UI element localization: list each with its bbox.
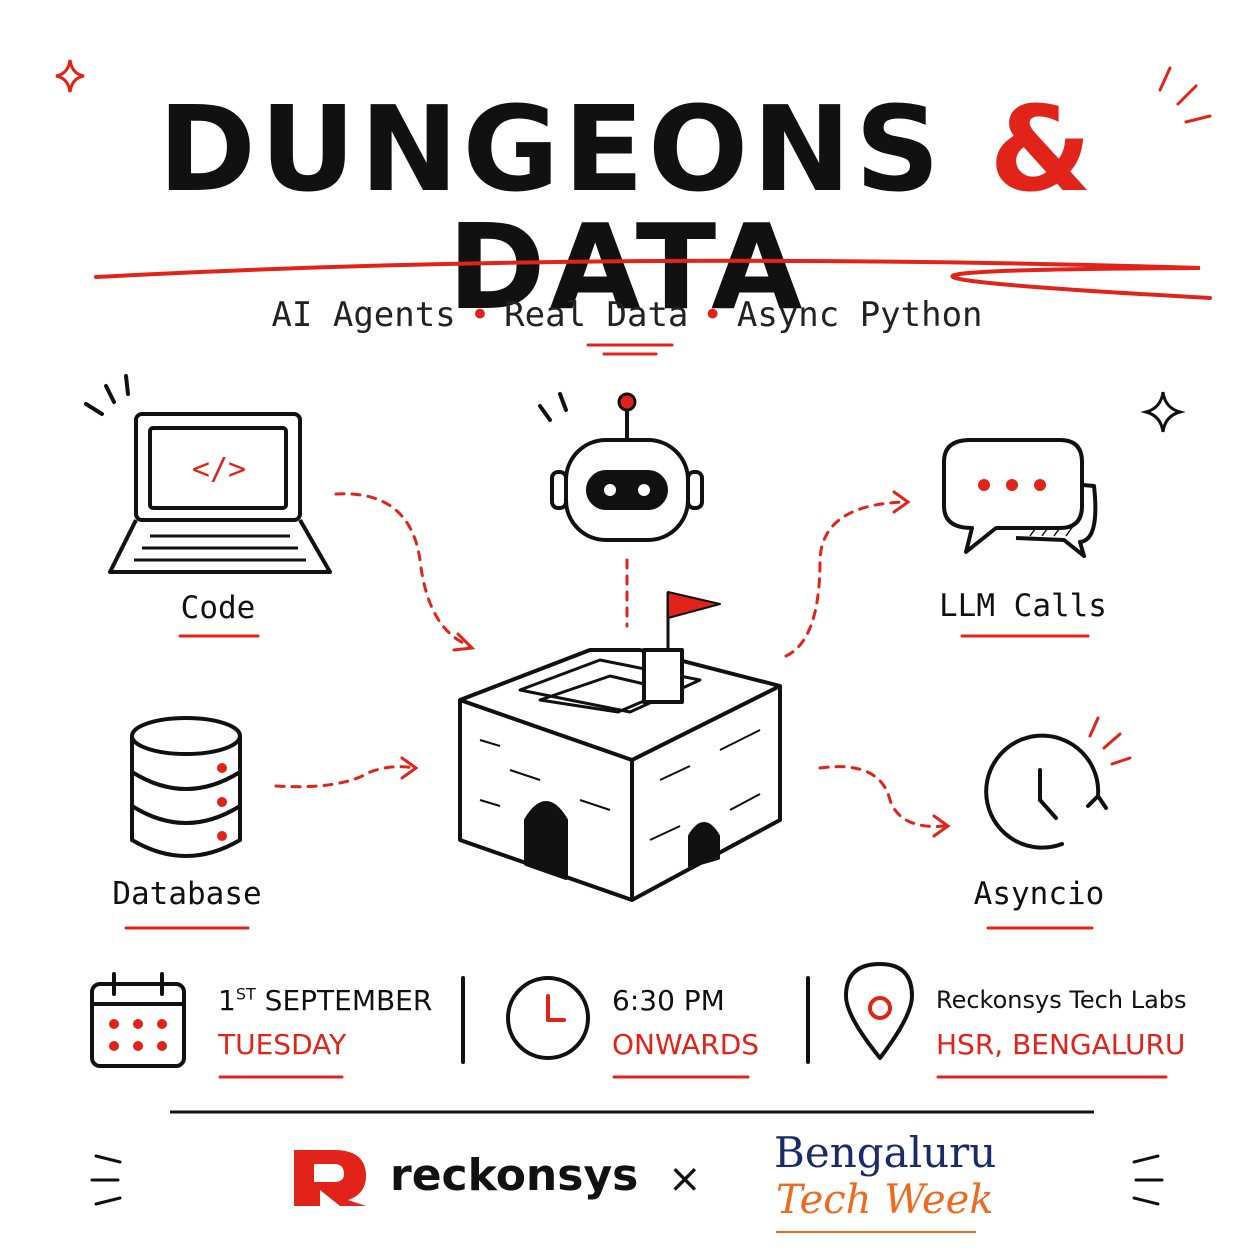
sparkle-icon [55, 59, 85, 93]
partner-line1: Bengaluru [774, 1128, 997, 1177]
date-month: SEPTEMBER [264, 984, 433, 1017]
event-venue: Reckonsys Tech Labs [936, 986, 1187, 1014]
title-underline [94, 258, 1212, 300]
subtitle-item-async-python: Async Python [736, 295, 983, 335]
node-label-asyncio: Asyncio [973, 876, 1105, 912]
event-weekday: TUESDAY [218, 1028, 347, 1061]
date-day-number: 1 [218, 984, 236, 1017]
clock-icon [984, 716, 1132, 850]
event-date: 1ST SEPTEMBER [218, 984, 432, 1017]
event-time: 6:30 PM [612, 984, 725, 1017]
subtitle-underline [586, 343, 674, 356]
title-part2: DATA [447, 198, 807, 336]
database-icon [130, 716, 242, 858]
date-day-suffix: ST [235, 984, 256, 1004]
brand-name: reckonsys [390, 1150, 639, 1201]
partner-line2: Tech Week [776, 1177, 994, 1223]
label-underlines [124, 634, 1094, 930]
subtitle-item-ai-agents: AI Agents [271, 295, 456, 335]
time-clock-icon [506, 976, 590, 1060]
laptop-icon [84, 374, 332, 574]
flow-arrows [274, 492, 948, 828]
sparkle-icon [1140, 391, 1186, 433]
page-title: DUNGEONS & DATA [0, 90, 1254, 326]
castle-icon [458, 591, 782, 902]
event-time-note: ONWARDS [612, 1028, 760, 1061]
node-label-llm-calls: LLM Calls [939, 588, 1107, 624]
footer-accent-strokes [90, 1154, 1164, 1206]
reckonsys-logo [294, 1150, 366, 1206]
title-ampersand: & [989, 80, 1097, 218]
chat-bubble-icon [942, 438, 1098, 558]
subtitle: AI Agents • Real Data • Async Python [0, 295, 1254, 335]
calendar-icon [90, 972, 186, 1068]
event-area: HSR, BENGALURU [936, 1028, 1186, 1061]
collab-times: × [668, 1156, 702, 1202]
code-symbol: </> [191, 452, 247, 487]
subtitle-item-real-data: Real Data [504, 295, 689, 335]
accent-strokes-icon [1158, 66, 1212, 124]
robot-icon [538, 392, 704, 542]
arrowheads [400, 490, 951, 838]
title-part1: DUNGEONS [157, 80, 945, 218]
info-dividers [461, 976, 810, 1064]
node-label-code: Code [180, 590, 256, 626]
location-pin-icon [844, 962, 914, 1060]
separator-dot: • [469, 295, 491, 335]
node-label-database: Database [112, 876, 262, 912]
separator-dot: • [702, 295, 723, 335]
